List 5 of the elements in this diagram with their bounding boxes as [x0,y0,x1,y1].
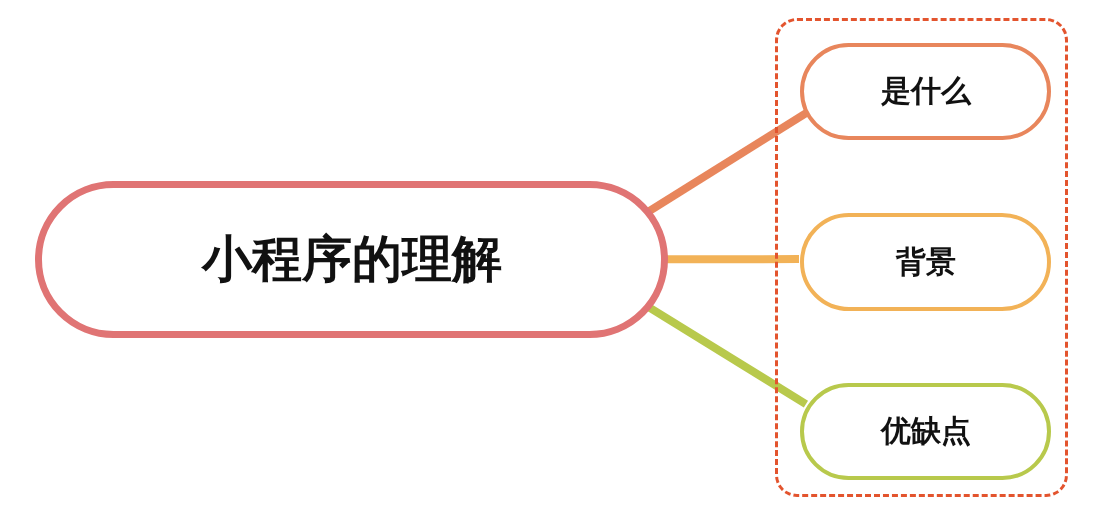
dashed-group-box [775,18,1068,497]
subtopic-pill: 是什么 [800,43,1051,140]
subtopic-pill: 背景 [800,213,1051,311]
subtopic-pill: 优缺点 [800,383,1051,480]
topic-pill: 小程序的理解 [35,181,668,338]
